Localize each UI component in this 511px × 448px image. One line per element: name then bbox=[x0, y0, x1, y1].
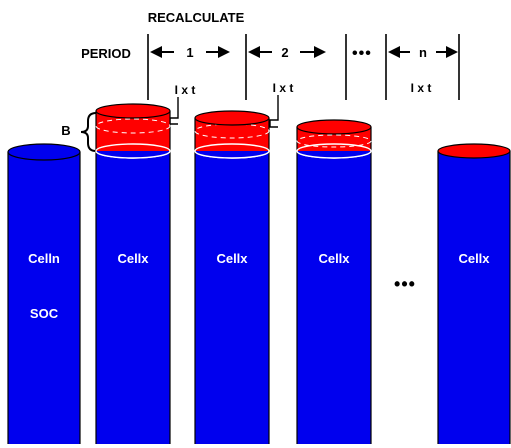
period-2-label: 2 bbox=[281, 45, 288, 60]
arrow-left-icon bbox=[248, 46, 260, 58]
arrow-right-icon bbox=[218, 46, 230, 58]
period-2-dimension: 2 bbox=[248, 45, 326, 60]
leader-line-1 bbox=[169, 97, 179, 125]
cell-label: Cellx bbox=[318, 251, 350, 266]
recalculate-label: RECALCULATE bbox=[148, 10, 245, 25]
arrow-right-icon bbox=[446, 46, 458, 58]
period-n-label: n bbox=[419, 45, 427, 60]
brace-icon bbox=[80, 112, 97, 152]
cell-cellx-4: Cellx bbox=[437, 143, 511, 444]
cell-label: Cellx bbox=[117, 251, 149, 266]
period-2-current-time: I x t bbox=[273, 81, 294, 95]
cell-label: Cellx bbox=[458, 251, 490, 266]
period-n-current-time: I x t bbox=[411, 81, 432, 95]
cell-celln: Celln SOC bbox=[7, 143, 81, 444]
cell-ellipsis: ••• bbox=[394, 274, 416, 294]
brace-label: B bbox=[61, 123, 70, 138]
period-n-dimension: n bbox=[388, 45, 458, 60]
period-1-label: 1 bbox=[186, 45, 193, 60]
period-ellipsis: ••• bbox=[352, 45, 372, 62]
period-1-dimension: 1 bbox=[150, 45, 230, 60]
cell-label: Celln bbox=[28, 251, 60, 266]
period-1-current-time: I x t bbox=[175, 83, 196, 97]
arrow-left-icon bbox=[150, 46, 162, 58]
period-separators bbox=[147, 34, 460, 100]
cell-cellx-1: Cellx bbox=[95, 103, 171, 444]
leader-line-2 bbox=[269, 95, 279, 128]
arrow-right-icon bbox=[314, 46, 326, 58]
cell-label: Cellx bbox=[216, 251, 248, 266]
period-label: PERIOD bbox=[81, 46, 131, 61]
cell-cellx-3: Cellx bbox=[296, 119, 372, 444]
cell-soc-label: SOC bbox=[30, 306, 59, 321]
cell-cellx-2: Cellx bbox=[194, 110, 270, 444]
arrow-left-icon bbox=[388, 46, 400, 58]
